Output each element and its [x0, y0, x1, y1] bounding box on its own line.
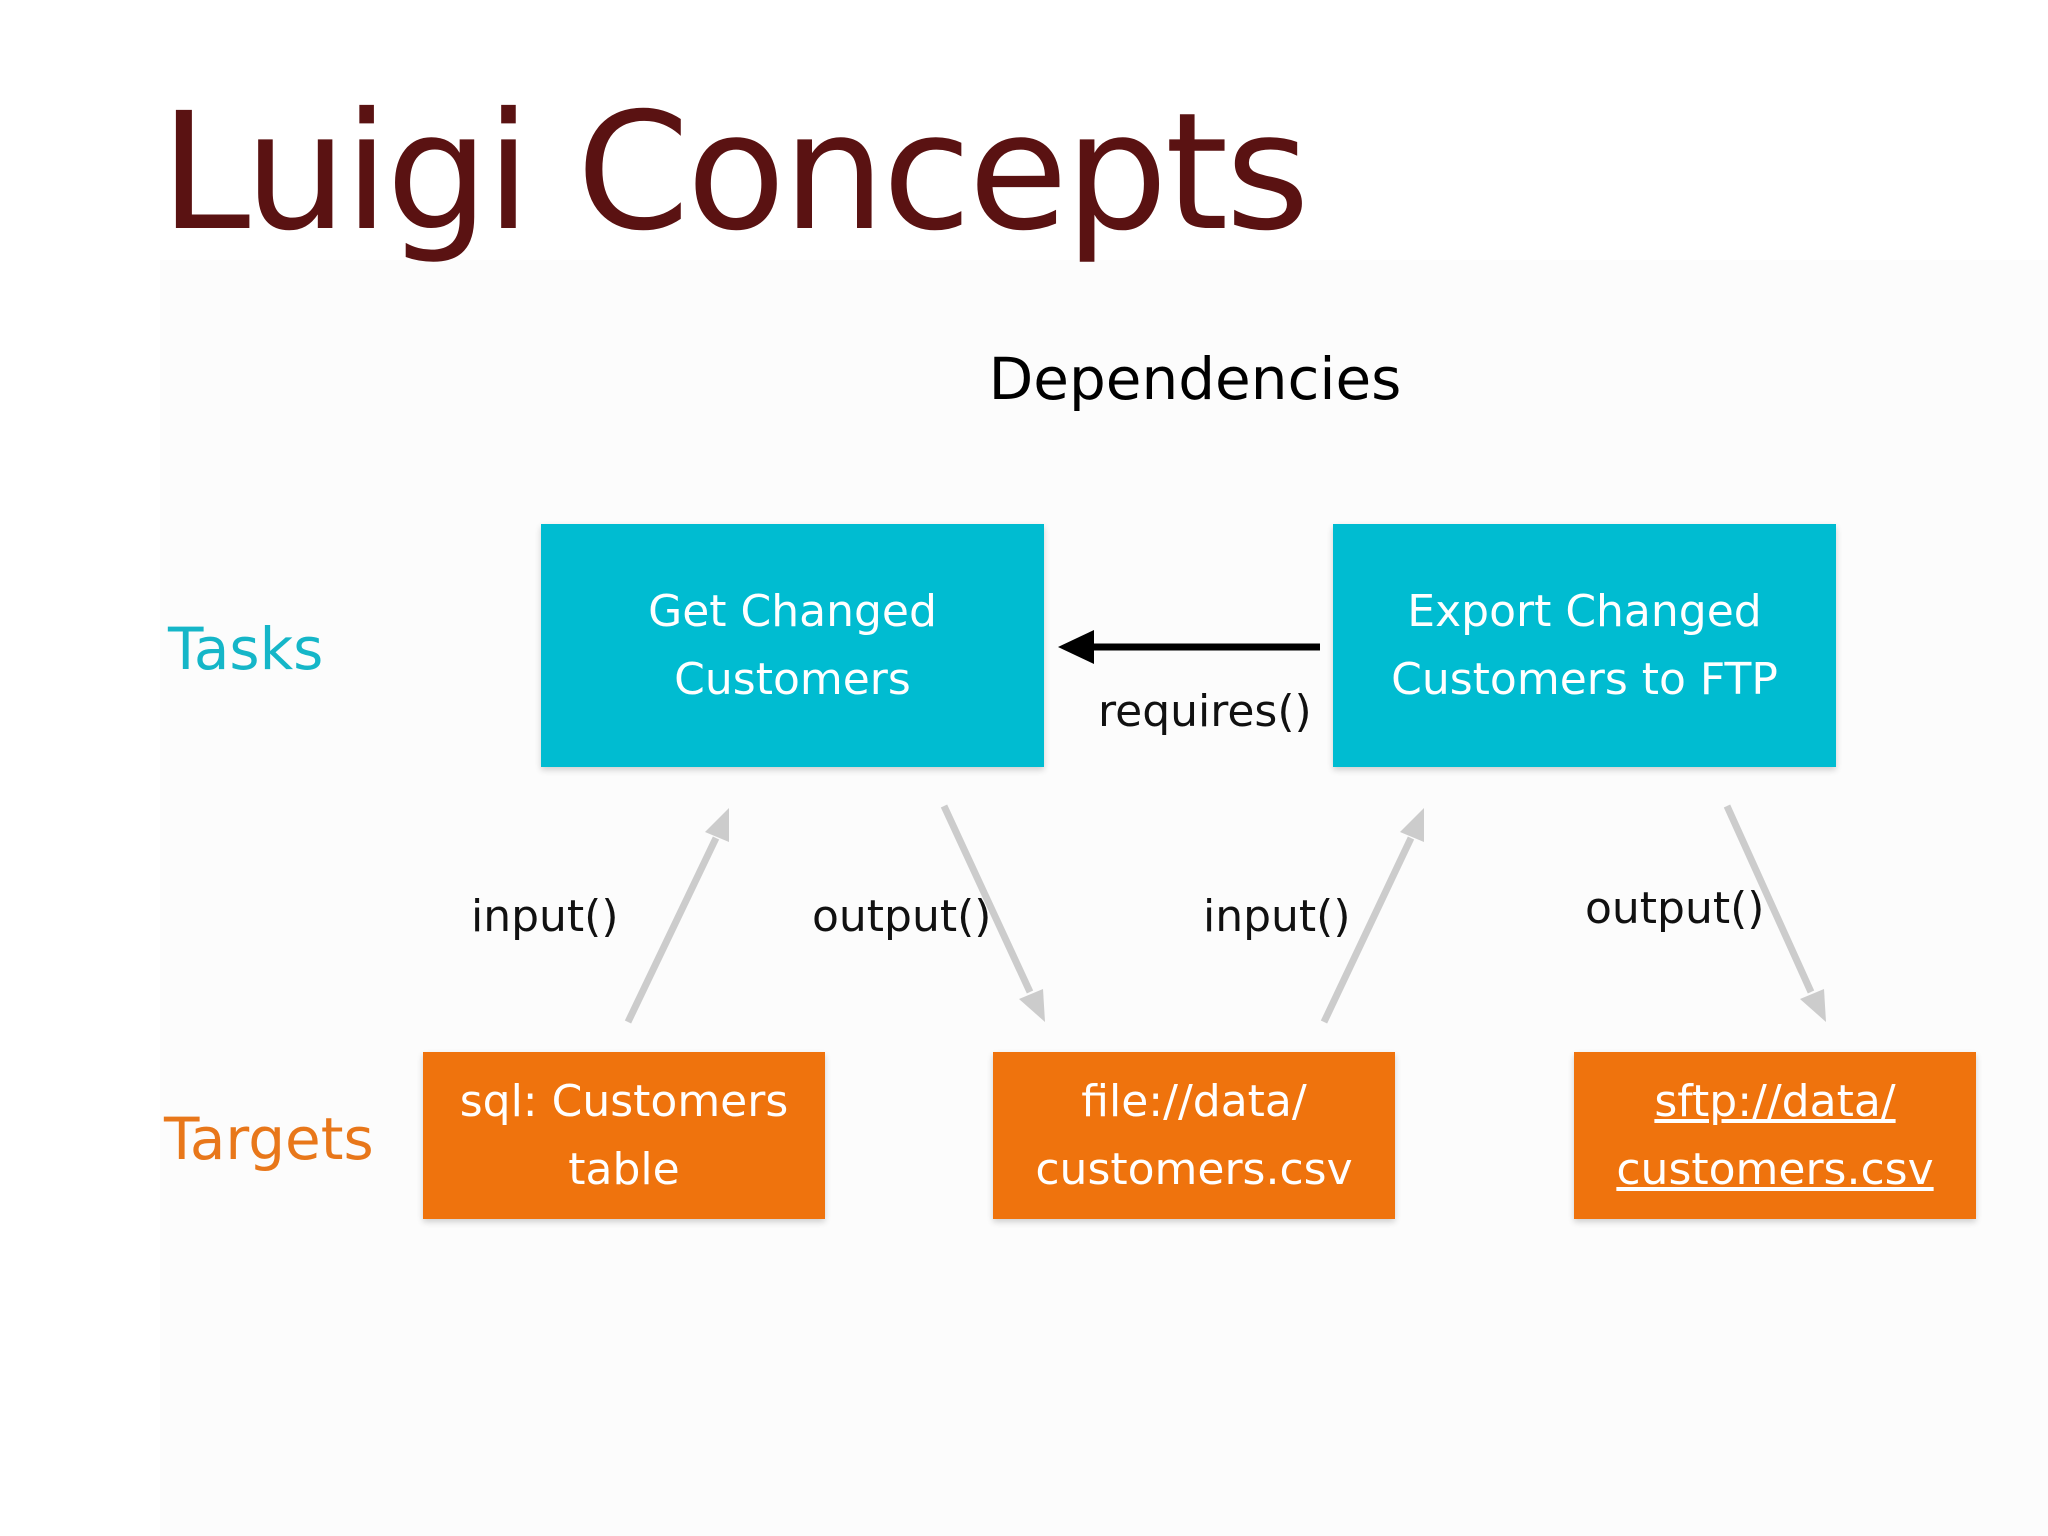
task-box-export-changed-customers: Export Changed Customers to FTP [1333, 524, 1836, 767]
input-label-1: input() [471, 891, 619, 942]
target-box-sql-table: sql: Customers table [423, 1052, 825, 1219]
target-box-label: sql: Customers table [459, 1075, 789, 1195]
slide-subtitle: Dependencies [988, 345, 1402, 413]
requires-label: requires() [1098, 686, 1312, 737]
tasks-row-label: Tasks [168, 615, 324, 683]
target-box-local-file: file://data/ customers.csv [993, 1052, 1395, 1219]
target-box-label: sftp://data/ customers.csv [1616, 1075, 1934, 1195]
output-label-1: output() [812, 891, 992, 942]
task-box-label: Export Changed Customers to FTP [1391, 585, 1778, 705]
target-box-sftp-file: sftp://data/ customers.csv [1574, 1052, 1976, 1219]
targets-row-label: Targets [164, 1105, 374, 1173]
input-label-2: input() [1203, 891, 1351, 942]
slide-title: Luigi Concepts [160, 79, 1310, 267]
target-box-label: file://data/ customers.csv [1035, 1075, 1353, 1195]
task-box-label: Get Changed Customers [648, 585, 937, 705]
output-label-2: output() [1585, 883, 1765, 934]
slide-background [160, 260, 2048, 1536]
task-box-get-changed-customers: Get Changed Customers [541, 524, 1044, 767]
